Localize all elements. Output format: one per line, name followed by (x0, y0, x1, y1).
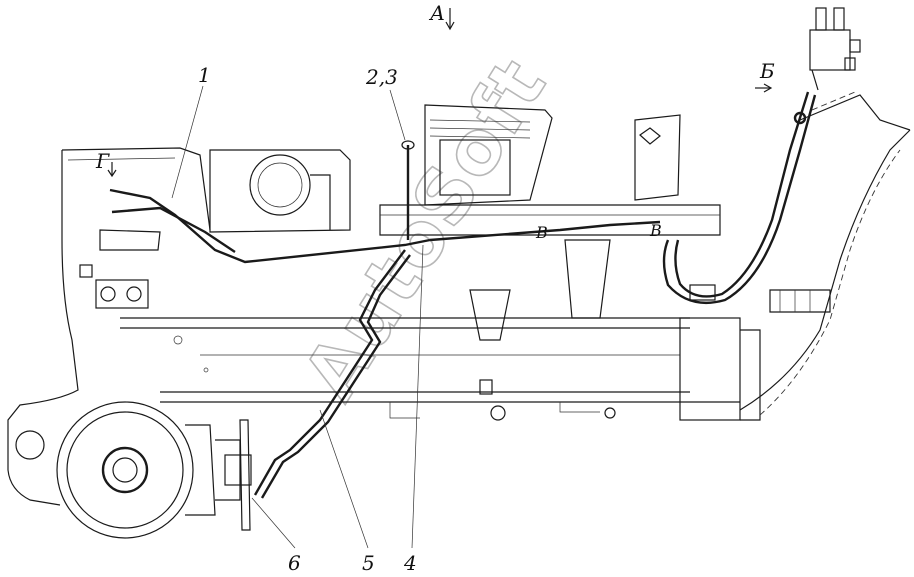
callout-1: 1 (198, 63, 211, 87)
engine-unit (209, 104, 721, 341)
callout-5: 5 (362, 551, 375, 575)
view-label-v-1: В (535, 223, 548, 242)
view-label-b: Б (759, 59, 775, 83)
view-label-v-2: В (649, 221, 662, 240)
wheel-hub (56, 401, 252, 539)
view-label-a: А (428, 1, 445, 25)
hydraulic-lines (109, 91, 817, 499)
callout-2-3: 2,3 (365, 65, 398, 89)
leader-lines (107, 8, 773, 549)
callout-6: 6 (288, 551, 301, 575)
cab (739, 91, 911, 416)
frame-beam (120, 317, 761, 421)
watermark: AutoSoft (287, 43, 563, 414)
callout-4: 4 (403, 551, 417, 575)
view-label-g: Г (95, 149, 110, 173)
valve-block (809, 7, 861, 91)
lever (401, 140, 415, 240)
left-housing (7, 147, 211, 506)
